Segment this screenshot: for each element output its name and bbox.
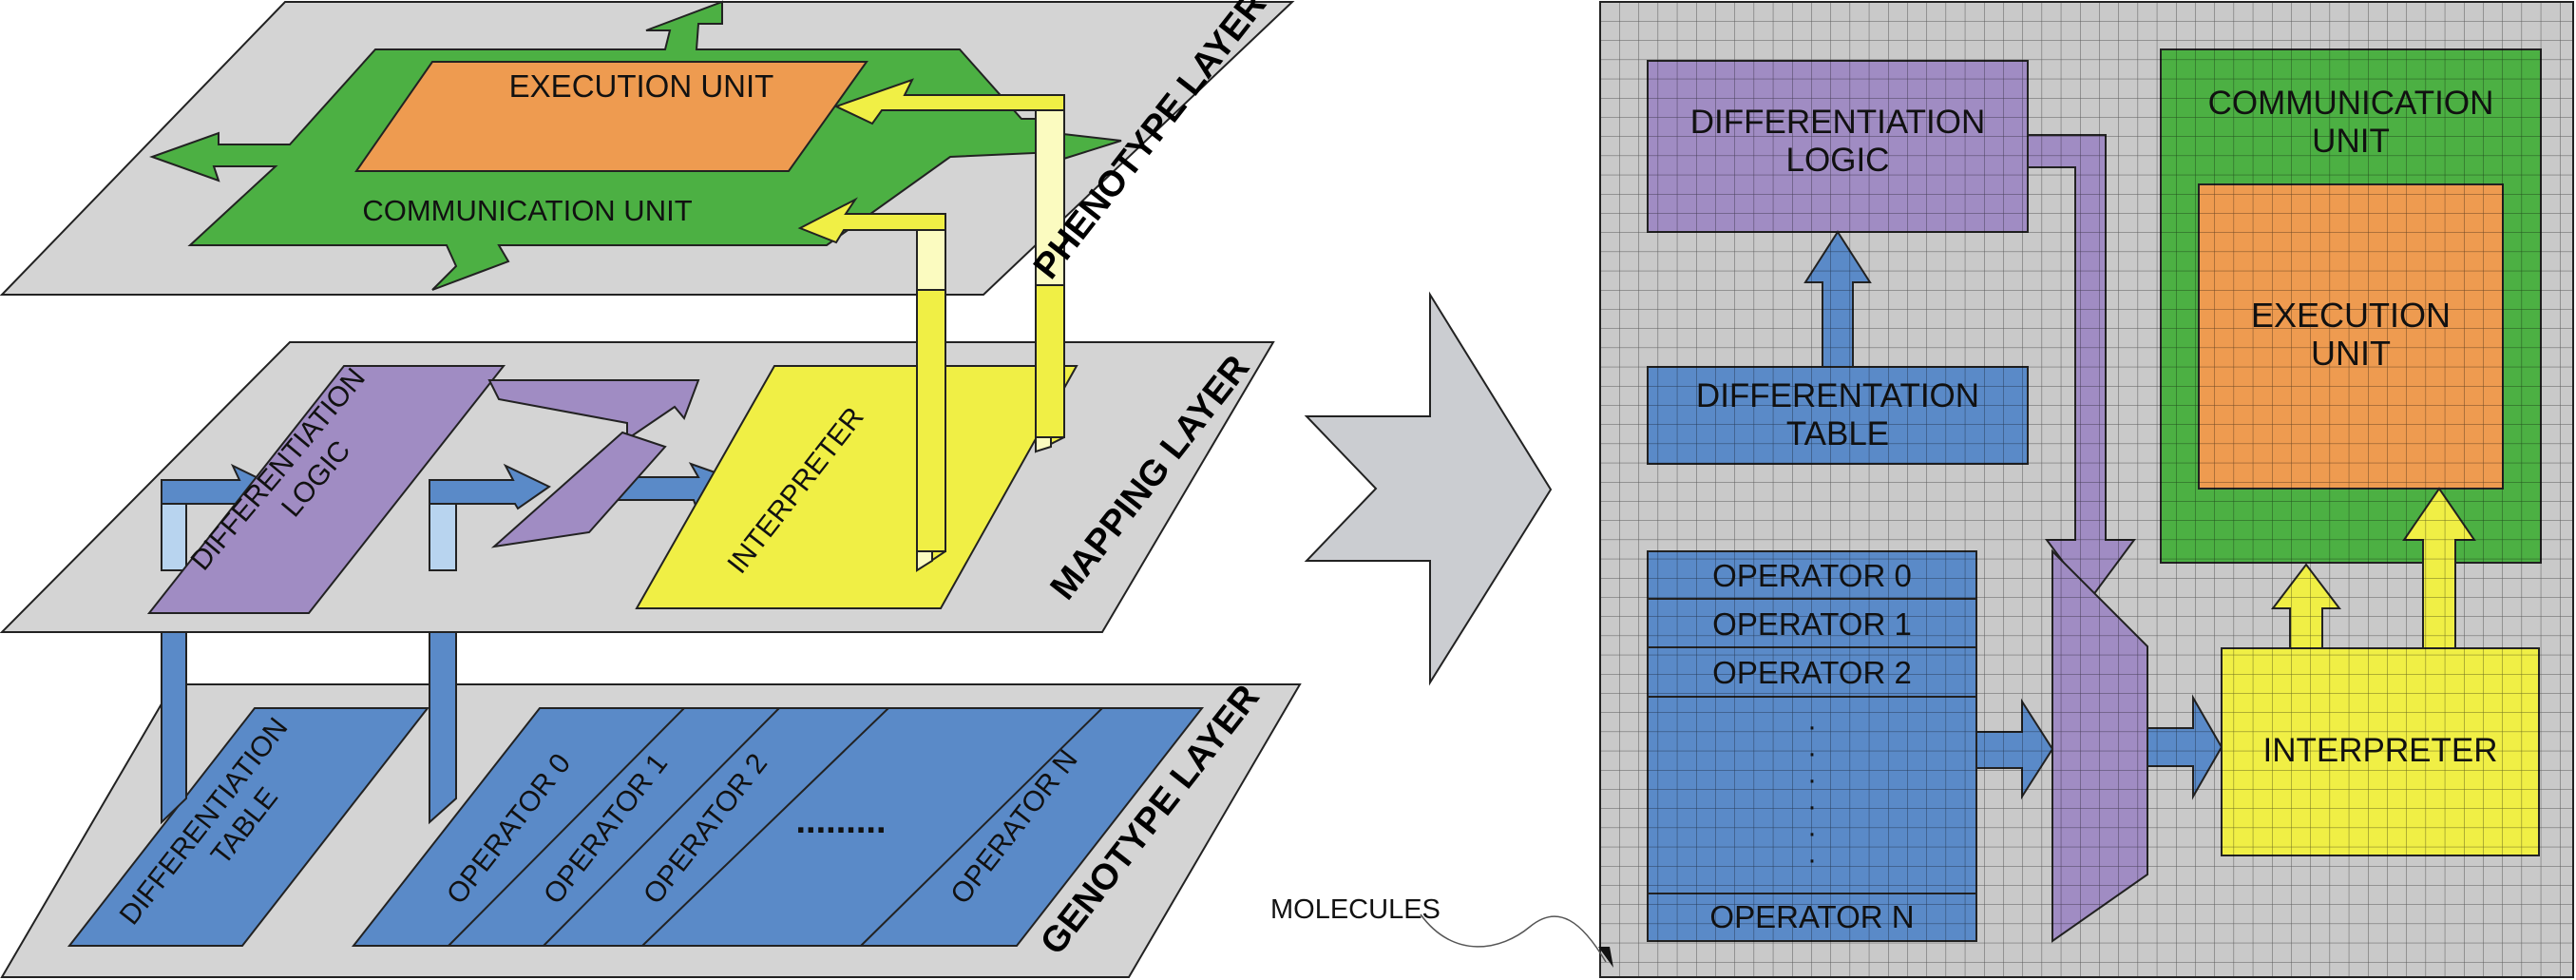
- fp-operator-n-label: OPERATOR N: [1709, 899, 1914, 934]
- left-communication-unit-label: COMMUNICATION UNIT: [362, 194, 692, 227]
- operator-divider-3: [641, 707, 889, 947]
- mapping-diff-logic: [146, 365, 506, 614]
- operator-divider-4: [860, 707, 1103, 947]
- fp-interpreter-label: INTERPRETER: [2263, 732, 2498, 769]
- left-execution-unit-label: EXECUTION UNIT: [509, 68, 774, 104]
- mapping-interpreter: [635, 365, 1078, 609]
- fp-operator-0-label: OPERATOR 0: [1712, 558, 1912, 593]
- molecules-pointer: [1420, 913, 1607, 963]
- floorplan-view: [1420, 1, 2574, 978]
- fp-operator-1-label: OPERATOR 1: [1712, 606, 1912, 642]
- transform-arrow: [1304, 291, 1553, 686]
- operator-arrow-1: [429, 463, 551, 510]
- operator-divider-2: [543, 707, 780, 947]
- fp-exec-label-1: EXECUTION: [2251, 296, 2451, 335]
- genotype-operator-band: [351, 707, 1205, 947]
- interpreter-connector-1-light: [916, 229, 946, 291]
- interpreter-connector-2-light: [1035, 109, 1065, 286]
- fp-diff-table-label-2: TABLE: [1786, 415, 1889, 452]
- fp-operator-dot-5: ·: [1807, 817, 1817, 849]
- molecules-pointer-head: [1598, 947, 1613, 968]
- diff-logic-arrow: [487, 379, 700, 441]
- molecules-label: MOLECULES: [1270, 894, 1441, 925]
- mapping-mux: [490, 431, 667, 548]
- fp-operator-dot-4: ·: [1807, 791, 1817, 822]
- floorplan-grid: [1599, 1, 2574, 978]
- fp-operator-dot-2: ·: [1807, 738, 1817, 769]
- operator-divider-1: [448, 707, 685, 947]
- left-operator-ellipsis: .........: [795, 801, 886, 841]
- diff-table-connector-top: [161, 503, 187, 571]
- fp-operator-2-label: OPERATOR 2: [1712, 655, 1912, 690]
- fp-operator-dot-1: ·: [1807, 711, 1817, 742]
- fp-comm-label-2: UNIT: [2312, 123, 2390, 160]
- fp-diff-logic-label-1: DIFFERENTIATION: [1690, 104, 1985, 141]
- phenotype-execution-unit: [354, 61, 868, 172]
- operator-connector-top: [429, 503, 457, 571]
- floorplan-labels: DIFFERENTIATION LOGIC DIFFERENTATION TAB…: [1270, 85, 2497, 934]
- layered-view: [0, 0, 1302, 978]
- fp-comm-label-1: COMMUNICATION: [2208, 85, 2494, 122]
- fp-operator-dot-6: ·: [1807, 844, 1817, 875]
- fp-diff-table-label-1: DIFFERENTATION: [1696, 377, 1979, 414]
- fp-exec-label-2: UNIT: [2311, 334, 2391, 373]
- fp-operator-dot-3: ·: [1807, 764, 1817, 796]
- genotype-diff-table: [67, 707, 430, 947]
- fp-diff-logic-label-2: LOGIC: [1786, 142, 1890, 179]
